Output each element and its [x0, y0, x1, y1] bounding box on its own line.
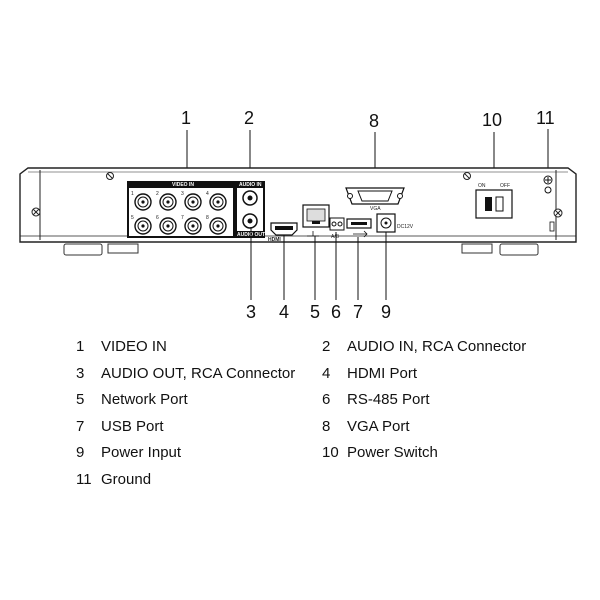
legend-item-label: Power Input	[101, 444, 182, 461]
bnc-channel-label: 8	[206, 215, 209, 221]
bnc-connector-icon: 6	[156, 215, 177, 235]
legend-item-label: USB Port	[101, 417, 164, 435]
legend-item-number: 6	[322, 391, 331, 408]
bnc-connector-icon: 3	[181, 191, 202, 211]
video-in-block: VIDEO IN 1 2 3 4 5 6 7 8	[127, 181, 235, 238]
callout-6: 6	[331, 302, 341, 322]
bnc-connector-icon: 4	[206, 191, 227, 211]
device-feet	[63, 243, 539, 256]
legend-item-number: 10	[322, 444, 339, 461]
callout-2: 2	[244, 108, 254, 128]
legend-item-number: 9	[76, 444, 85, 461]
legend-item-label: AUDIO IN, RCA Connector	[347, 338, 527, 355]
legend-item: 7 USB Port	[76, 418, 164, 435]
legend-item-number: 1	[76, 338, 85, 355]
legend-item-number: 2	[322, 338, 331, 355]
callout-8: 8	[369, 111, 379, 131]
rs485-label: A/B	[331, 234, 340, 240]
bnc-connector-icon: 7	[181, 215, 202, 235]
video-in-label: VIDEO IN	[172, 182, 194, 188]
callout-11: 11	[536, 108, 555, 128]
vga-label: VGA	[370, 206, 381, 212]
ground-terminal-icon	[543, 175, 555, 232]
legend-item-label: VGA Port	[347, 417, 410, 435]
legend-item: 3 AUDIO OUT, RCA Connector	[76, 365, 295, 382]
legend-item: 11 Ground	[76, 471, 151, 488]
rs485-port-icon: A/B	[329, 217, 345, 240]
power-input-icon: DC12V	[376, 213, 414, 233]
leader-lines-bottom	[250, 227, 387, 300]
power-label: DC12V	[397, 224, 414, 230]
legend-item-label: VIDEO IN	[101, 338, 167, 355]
legend-item: 6 RS-485 Port	[322, 391, 430, 408]
bnc-connector-icon: 2	[156, 191, 177, 211]
bnc-channel-label: 5	[131, 215, 134, 221]
bnc-channel-label: 3	[181, 191, 184, 197]
legend-item: 8 VGA Port	[322, 418, 410, 435]
vga-port-icon: VGA	[345, 187, 405, 212]
legend-item-number: 8	[322, 417, 331, 435]
legend-item-label: RS-485 Port	[347, 391, 430, 408]
legend-item-number: 5	[76, 391, 85, 408]
switch-on-label: ON	[478, 183, 486, 189]
hdmi-label: HDMI	[268, 237, 281, 243]
legend-item: 1 VIDEO IN	[76, 338, 167, 355]
bnc-connector-icon: 8	[206, 215, 227, 235]
callout-9: 9	[381, 302, 391, 322]
legend-item: 9 Power Input	[76, 444, 181, 461]
callout-10: 10	[482, 110, 502, 130]
legend-item-number: 11	[76, 470, 92, 488]
bnc-channel-label: 7	[181, 215, 184, 221]
audio-block: AUDIO IN AUDIO OUT	[235, 181, 265, 238]
callout-4: 4	[279, 302, 289, 322]
legend-item-label: Network Port	[101, 391, 188, 408]
callout-7: 7	[353, 302, 363, 322]
switch-off-label: OFF	[500, 183, 510, 189]
bnc-channel-label: 4	[206, 191, 209, 197]
legend-item-number: 4	[322, 364, 331, 382]
legend-item: 10 Power Switch	[322, 444, 438, 461]
legend-item-number: 3	[76, 364, 85, 382]
bnc-connector-icon: 5	[131, 215, 152, 235]
legend-item: 2 AUDIO IN, RCA Connector	[322, 338, 526, 355]
power-switch-icon: ON OFF	[475, 183, 513, 219]
legend-item-label: AUDIO OUT, RCA Connector	[101, 364, 296, 382]
audio-in-rca-icon	[242, 190, 258, 206]
bnc-channel-label: 1	[131, 191, 134, 197]
callout-1: 1	[181, 108, 191, 128]
bnc-channel-label: 2	[156, 191, 159, 197]
audio-out-rca-icon	[242, 213, 258, 229]
callout-3: 3	[246, 302, 256, 322]
usb-port-icon	[346, 218, 372, 238]
legend-item-number: 7	[76, 417, 85, 435]
network-port-icon	[302, 204, 330, 237]
hdmi-port-icon: HDMI	[268, 222, 298, 243]
legend-item: 5 Network Port	[76, 391, 188, 408]
bnc-connector-icon: 1	[131, 191, 152, 211]
callout-5: 5	[310, 302, 320, 322]
legend-item-label: Power Switch	[347, 444, 438, 461]
bnc-connectors: 1 2 3 4 5 6 7 8	[131, 191, 227, 235]
legend-item-label: HDMI Port	[347, 364, 418, 382]
legend-item-label: Ground	[101, 470, 152, 488]
screws	[31, 172, 563, 218]
legend-item: 4 HDMI Port	[322, 365, 417, 382]
bnc-channel-label: 6	[156, 215, 159, 221]
audio-in-label: AUDIO IN	[239, 182, 262, 188]
